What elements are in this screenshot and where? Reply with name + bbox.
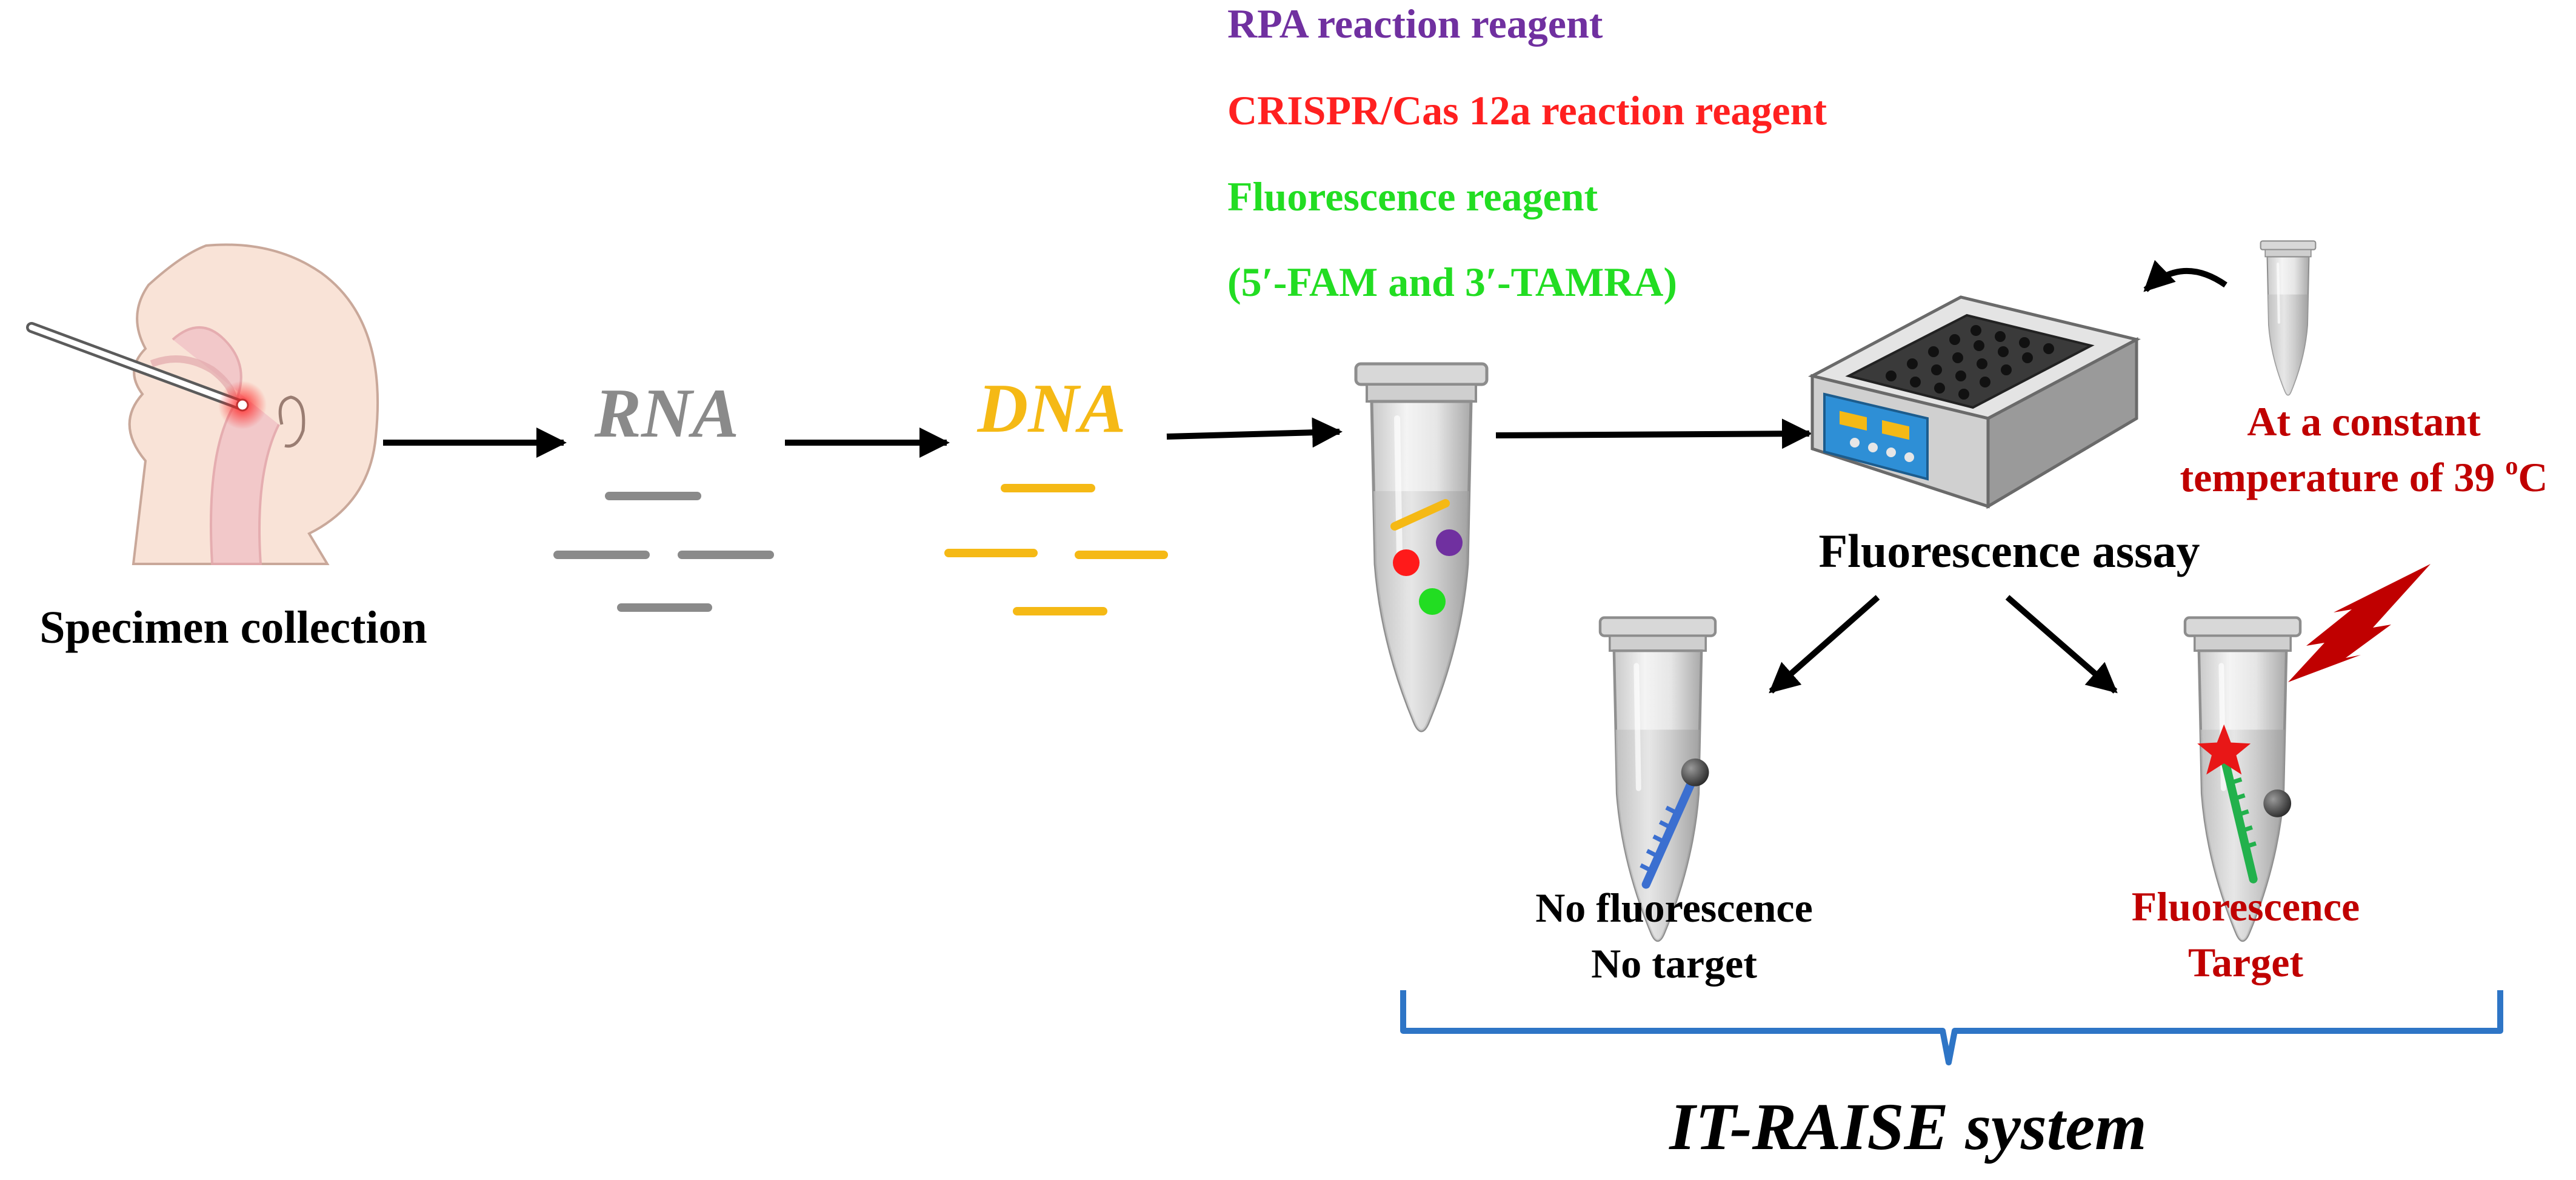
system-label: IT-RAISE system bbox=[1668, 1090, 2147, 1164]
arrow-tube-to-assay bbox=[1495, 418, 1812, 449]
curved-arrow-tube-to-incubator bbox=[2143, 260, 2227, 292]
arrow-assay-to-positive bbox=[2005, 595, 2118, 694]
fluorescence-reagent-label: Fluorescence reagent bbox=[1227, 173, 1598, 220]
fluorescence-assay-label: Fluorescence assay bbox=[1819, 525, 2200, 577]
constant-temperature-line2: temperature of 39 oC bbox=[2180, 452, 2548, 500]
constant-temperature-line1: At a constant bbox=[2247, 398, 2481, 444]
positive-result-line2: Target bbox=[2188, 939, 2303, 985]
reaction-tube-icon bbox=[1356, 364, 1487, 731]
head-with-nasal-swab-icon bbox=[26, 243, 379, 565]
dna-label: DNA bbox=[977, 370, 1126, 448]
specimen-collection-label: Specimen collection bbox=[39, 602, 427, 653]
lightning-bolt-icon bbox=[2288, 564, 2431, 682]
positive-result-line1: Fluorescence bbox=[2132, 883, 2360, 930]
small-tube-icon bbox=[2261, 241, 2316, 395]
arrow-assay-to-negative bbox=[1769, 595, 1880, 694]
crispr-reagent-label: CRISPR/Cas 12a reaction reagent bbox=[1227, 87, 1827, 133]
probe-reagent-label: (5′-FAM and 3′-TAMRA) bbox=[1227, 259, 1677, 305]
negative-result-line1: No fluorescence bbox=[1535, 885, 1813, 931]
negative-result-tube-icon bbox=[1600, 618, 1715, 940]
positive-result-tube-icon bbox=[2185, 618, 2300, 940]
dna-strands-icon bbox=[944, 484, 1168, 615]
negative-result-line2: No target bbox=[1591, 940, 1757, 987]
rna-label: RNA bbox=[594, 375, 739, 452]
system-brace bbox=[1400, 990, 2503, 1065]
dry-bath-incubator-icon bbox=[1808, 295, 2141, 509]
arrow-dna-to-tube bbox=[1166, 417, 1343, 448]
rpa-reagent-label: RPA reaction reagent bbox=[1227, 1, 1603, 47]
fluorophore-star-icon bbox=[2197, 724, 2251, 775]
rna-strands-icon bbox=[553, 492, 774, 612]
